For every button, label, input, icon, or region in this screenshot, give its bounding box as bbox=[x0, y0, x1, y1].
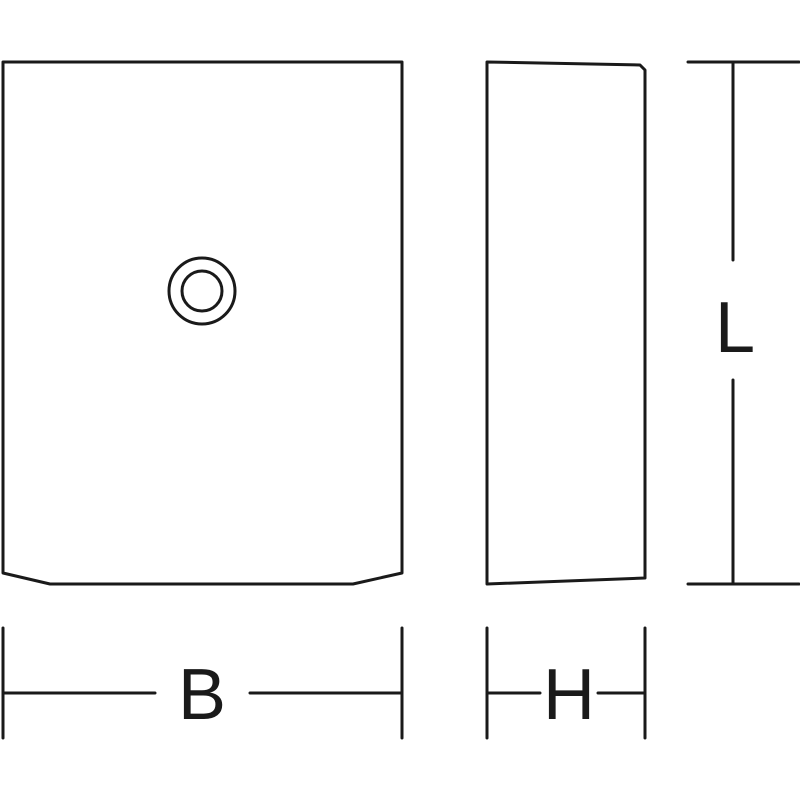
dimension-width: B bbox=[1, 626, 404, 740]
side-view-outline bbox=[485, 60, 647, 586]
front-view bbox=[1, 60, 404, 586]
dimension-height: H bbox=[485, 626, 647, 740]
width-label: B bbox=[178, 655, 226, 735]
dimension-length: L bbox=[686, 60, 800, 586]
side-view bbox=[485, 60, 647, 586]
length-label: L bbox=[715, 288, 755, 368]
mounting-hole-outer-ring bbox=[167, 256, 237, 326]
front-view-outline bbox=[1, 60, 404, 586]
height-label: H bbox=[543, 655, 595, 735]
mounting-hole bbox=[167, 256, 237, 326]
mounting-hole-inner-ring bbox=[180, 269, 224, 313]
